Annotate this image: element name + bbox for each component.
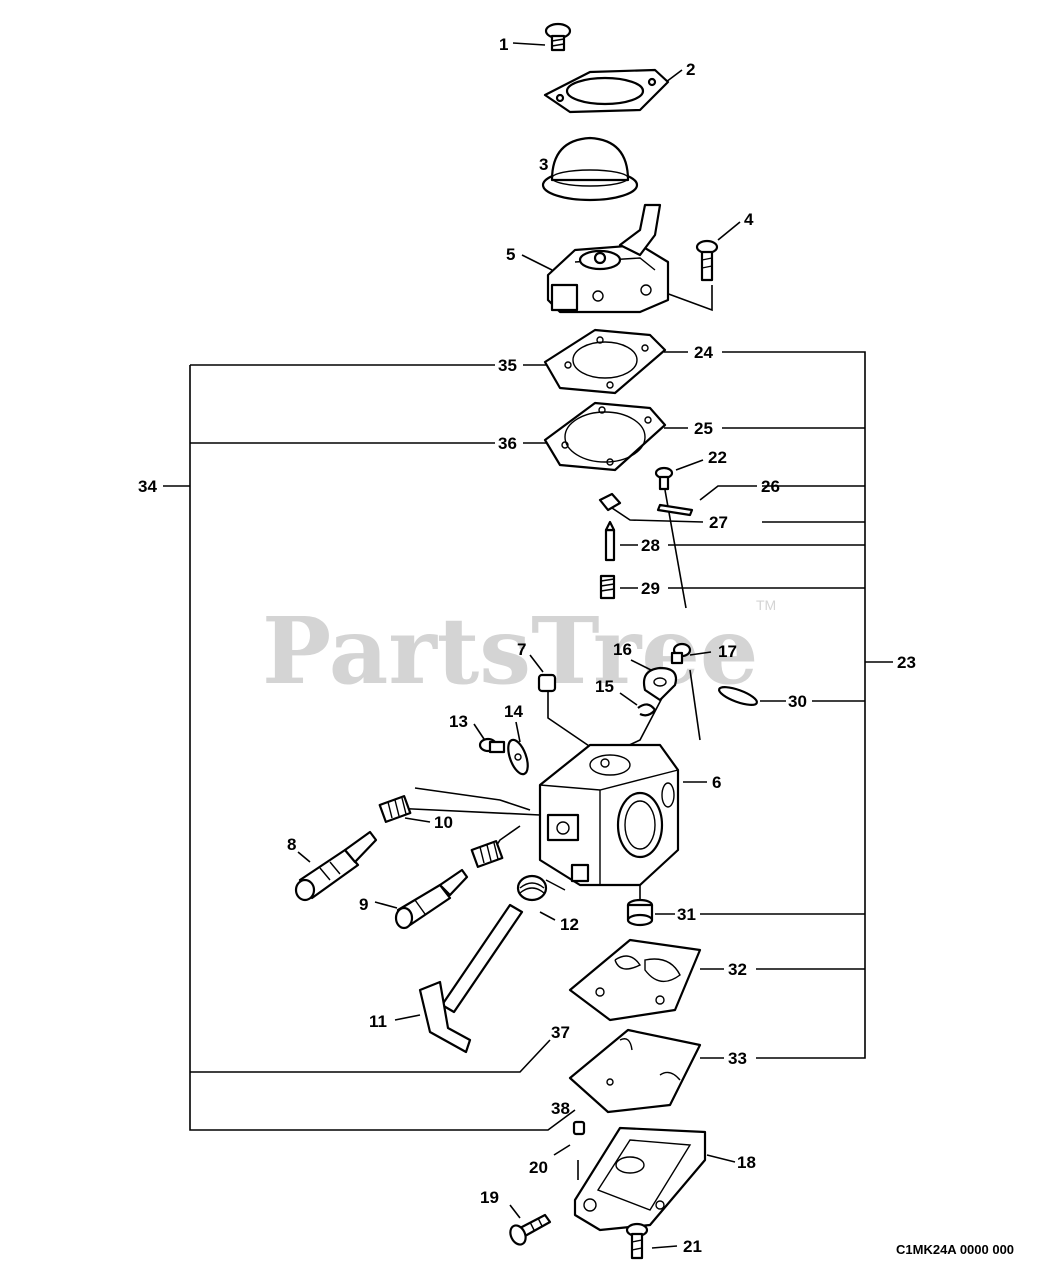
callout-7: 7 <box>517 640 526 659</box>
group-bracket-34 <box>163 364 576 1131</box>
callout-8: 8 <box>287 835 296 854</box>
callout-30: 30 <box>788 692 807 711</box>
callout-12: 12 <box>560 915 579 934</box>
callout-10: 10 <box>434 813 453 832</box>
callout-18: 18 <box>737 1153 756 1172</box>
pump-cover-part-5 <box>546 203 670 314</box>
callout-29: 29 <box>641 579 660 598</box>
lever-part-27 <box>598 492 622 512</box>
adjust-screw-part-8 <box>294 830 378 902</box>
screw-part-13 <box>478 737 506 754</box>
spring-part-29 <box>599 574 616 600</box>
callout-23: 23 <box>897 653 916 672</box>
spring-part-10b <box>470 839 504 869</box>
filter-part-31 <box>626 898 654 927</box>
screw-part-22 <box>654 466 674 491</box>
callout-36: 36 <box>498 434 517 453</box>
callout-16: 16 <box>613 640 632 659</box>
diaphragm-part-33 <box>568 1028 702 1114</box>
pin-part-26 <box>656 503 694 517</box>
callout-26: 26 <box>761 477 780 496</box>
callout-14: 14 <box>504 702 523 721</box>
callout-3: 3 <box>539 155 548 174</box>
callout-13: 13 <box>449 712 468 731</box>
cam-part-16 <box>642 666 678 702</box>
primer-bulb-part-3 <box>541 136 639 202</box>
callout-37: 37 <box>551 1023 570 1042</box>
screw-part-21 <box>625 1222 649 1260</box>
spring-part-12 <box>516 874 566 902</box>
callout-11: 11 <box>369 1012 387 1031</box>
callout-20: 20 <box>529 1158 548 1177</box>
callout-5: 5 <box>506 245 515 264</box>
group-bracket-23 <box>668 351 893 1059</box>
callout-4: 4 <box>744 210 754 229</box>
callout-2: 2 <box>686 60 695 79</box>
callout-31: 31 <box>677 905 696 924</box>
needle-part-28 <box>604 520 616 562</box>
callout-25: 25 <box>694 419 713 438</box>
callout-9: 9 <box>359 895 368 914</box>
watermark-trademark: TM <box>756 597 776 613</box>
screw-part-1 <box>544 22 572 52</box>
callout-28: 28 <box>641 536 660 555</box>
callout-33: 33 <box>728 1049 747 1068</box>
diagram-code: C1MK24A 0000 000 <box>896 1242 1014 1257</box>
throttle-shaft-part-11 <box>418 903 524 1054</box>
callout-22: 22 <box>708 448 727 467</box>
callout-27: 27 <box>709 513 728 532</box>
cap-part-7 <box>537 673 557 693</box>
callout-38: 38 <box>551 1099 570 1118</box>
carburetor-body-part-6 <box>538 743 680 887</box>
callout-34: 34 <box>138 477 157 496</box>
screw-part-17 <box>670 642 692 665</box>
callout-17: 17 <box>718 642 737 661</box>
callout-19: 19 <box>480 1188 499 1207</box>
disc-part-14 <box>507 738 529 776</box>
screw-part-4 <box>695 239 719 282</box>
oring-part-30 <box>717 686 759 706</box>
adjust-screw-part-9 <box>394 868 469 930</box>
callout-35: 35 <box>498 356 517 375</box>
callout-1: 1 <box>499 35 508 54</box>
callout-24: 24 <box>694 343 713 362</box>
gasket-part-32 <box>568 938 702 1022</box>
callout-labels: 1 2 3 4 5 6 7 8 9 10 11 12 13 14 15 16 1… <box>138 35 916 1256</box>
gasket-part-2 <box>543 68 670 114</box>
diaphragm-part-35 <box>543 328 667 395</box>
callout-21: 21 <box>683 1237 702 1256</box>
clip-part-15 <box>637 703 657 717</box>
callout-6: 6 <box>712 773 721 792</box>
plug-part-20 <box>572 1120 586 1136</box>
carburetor-cover-part-18 <box>573 1126 707 1232</box>
spring-part-10a <box>378 794 412 824</box>
callout-15: 15 <box>595 677 614 696</box>
gasket-part-36 <box>543 401 667 472</box>
screw-part-19 <box>509 1213 552 1246</box>
callout-32: 32 <box>728 960 747 979</box>
